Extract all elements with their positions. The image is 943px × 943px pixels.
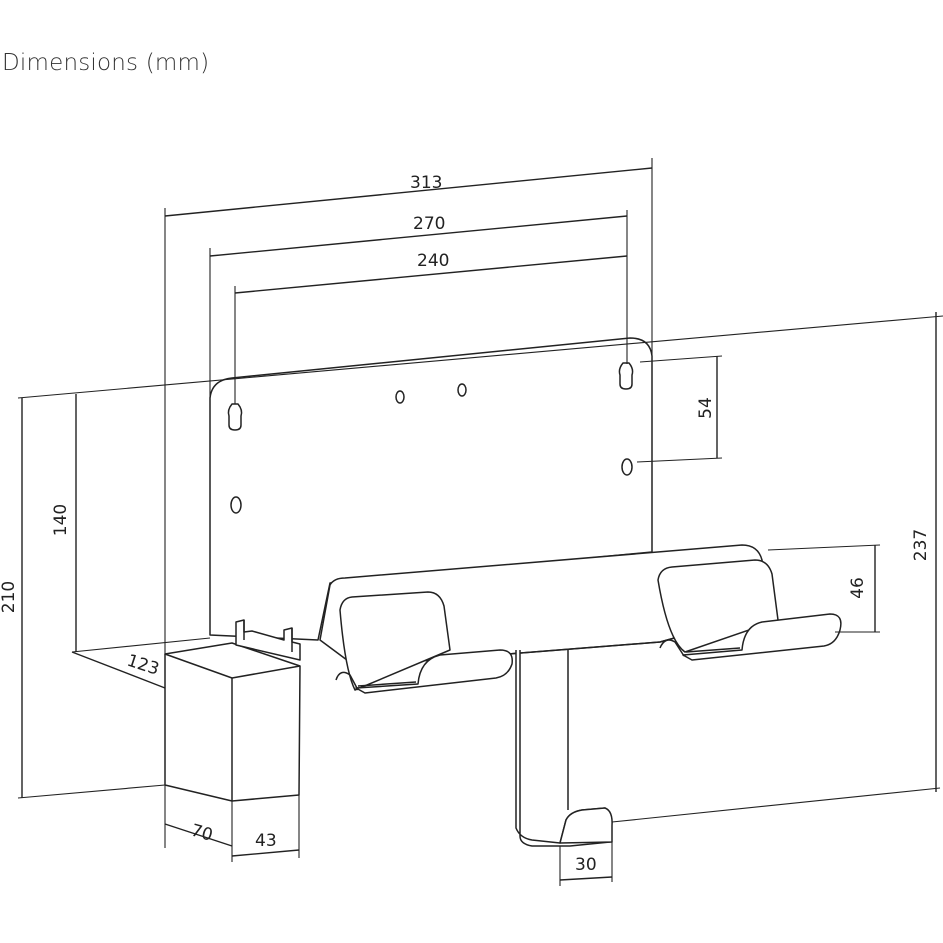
cradle-right-back bbox=[657, 559, 779, 653]
diagram-title: Dimensions (mm) bbox=[2, 50, 210, 76]
cradle-right-lip bbox=[659, 639, 685, 657]
dim-270: 270 bbox=[413, 214, 445, 234]
keyhole-left bbox=[227, 403, 243, 431]
cradle-right-line bbox=[685, 647, 741, 653]
dim-43: 43 bbox=[255, 831, 277, 851]
dim-240: 240 bbox=[417, 251, 449, 271]
cradle-left-back bbox=[339, 591, 451, 691]
dim-237: 237 bbox=[911, 529, 931, 561]
dim-210: 210 bbox=[0, 581, 19, 613]
cradle-left-lip bbox=[335, 671, 359, 691]
hole-2 bbox=[457, 383, 467, 397]
hole-4 bbox=[230, 496, 242, 514]
hook-tip bbox=[559, 807, 613, 844]
dim-30: 30 bbox=[575, 855, 597, 875]
box-clip-slot bbox=[243, 620, 293, 652]
dim-140: 140 bbox=[51, 504, 71, 536]
cradle-left-line bbox=[357, 681, 417, 687]
dim-123: 123 bbox=[124, 651, 161, 680]
keyhole-right bbox=[618, 362, 634, 390]
dim-313: 313 bbox=[410, 173, 442, 193]
hole-3 bbox=[621, 458, 633, 476]
back-plate bbox=[209, 337, 653, 641]
cradle-left-front bbox=[355, 649, 513, 694]
dim-46: 46 bbox=[848, 577, 868, 599]
dim-70: 70 bbox=[189, 821, 215, 846]
cradle-right-front bbox=[682, 613, 842, 661]
dim-54: 54 bbox=[696, 397, 716, 419]
hole-1 bbox=[395, 390, 405, 404]
